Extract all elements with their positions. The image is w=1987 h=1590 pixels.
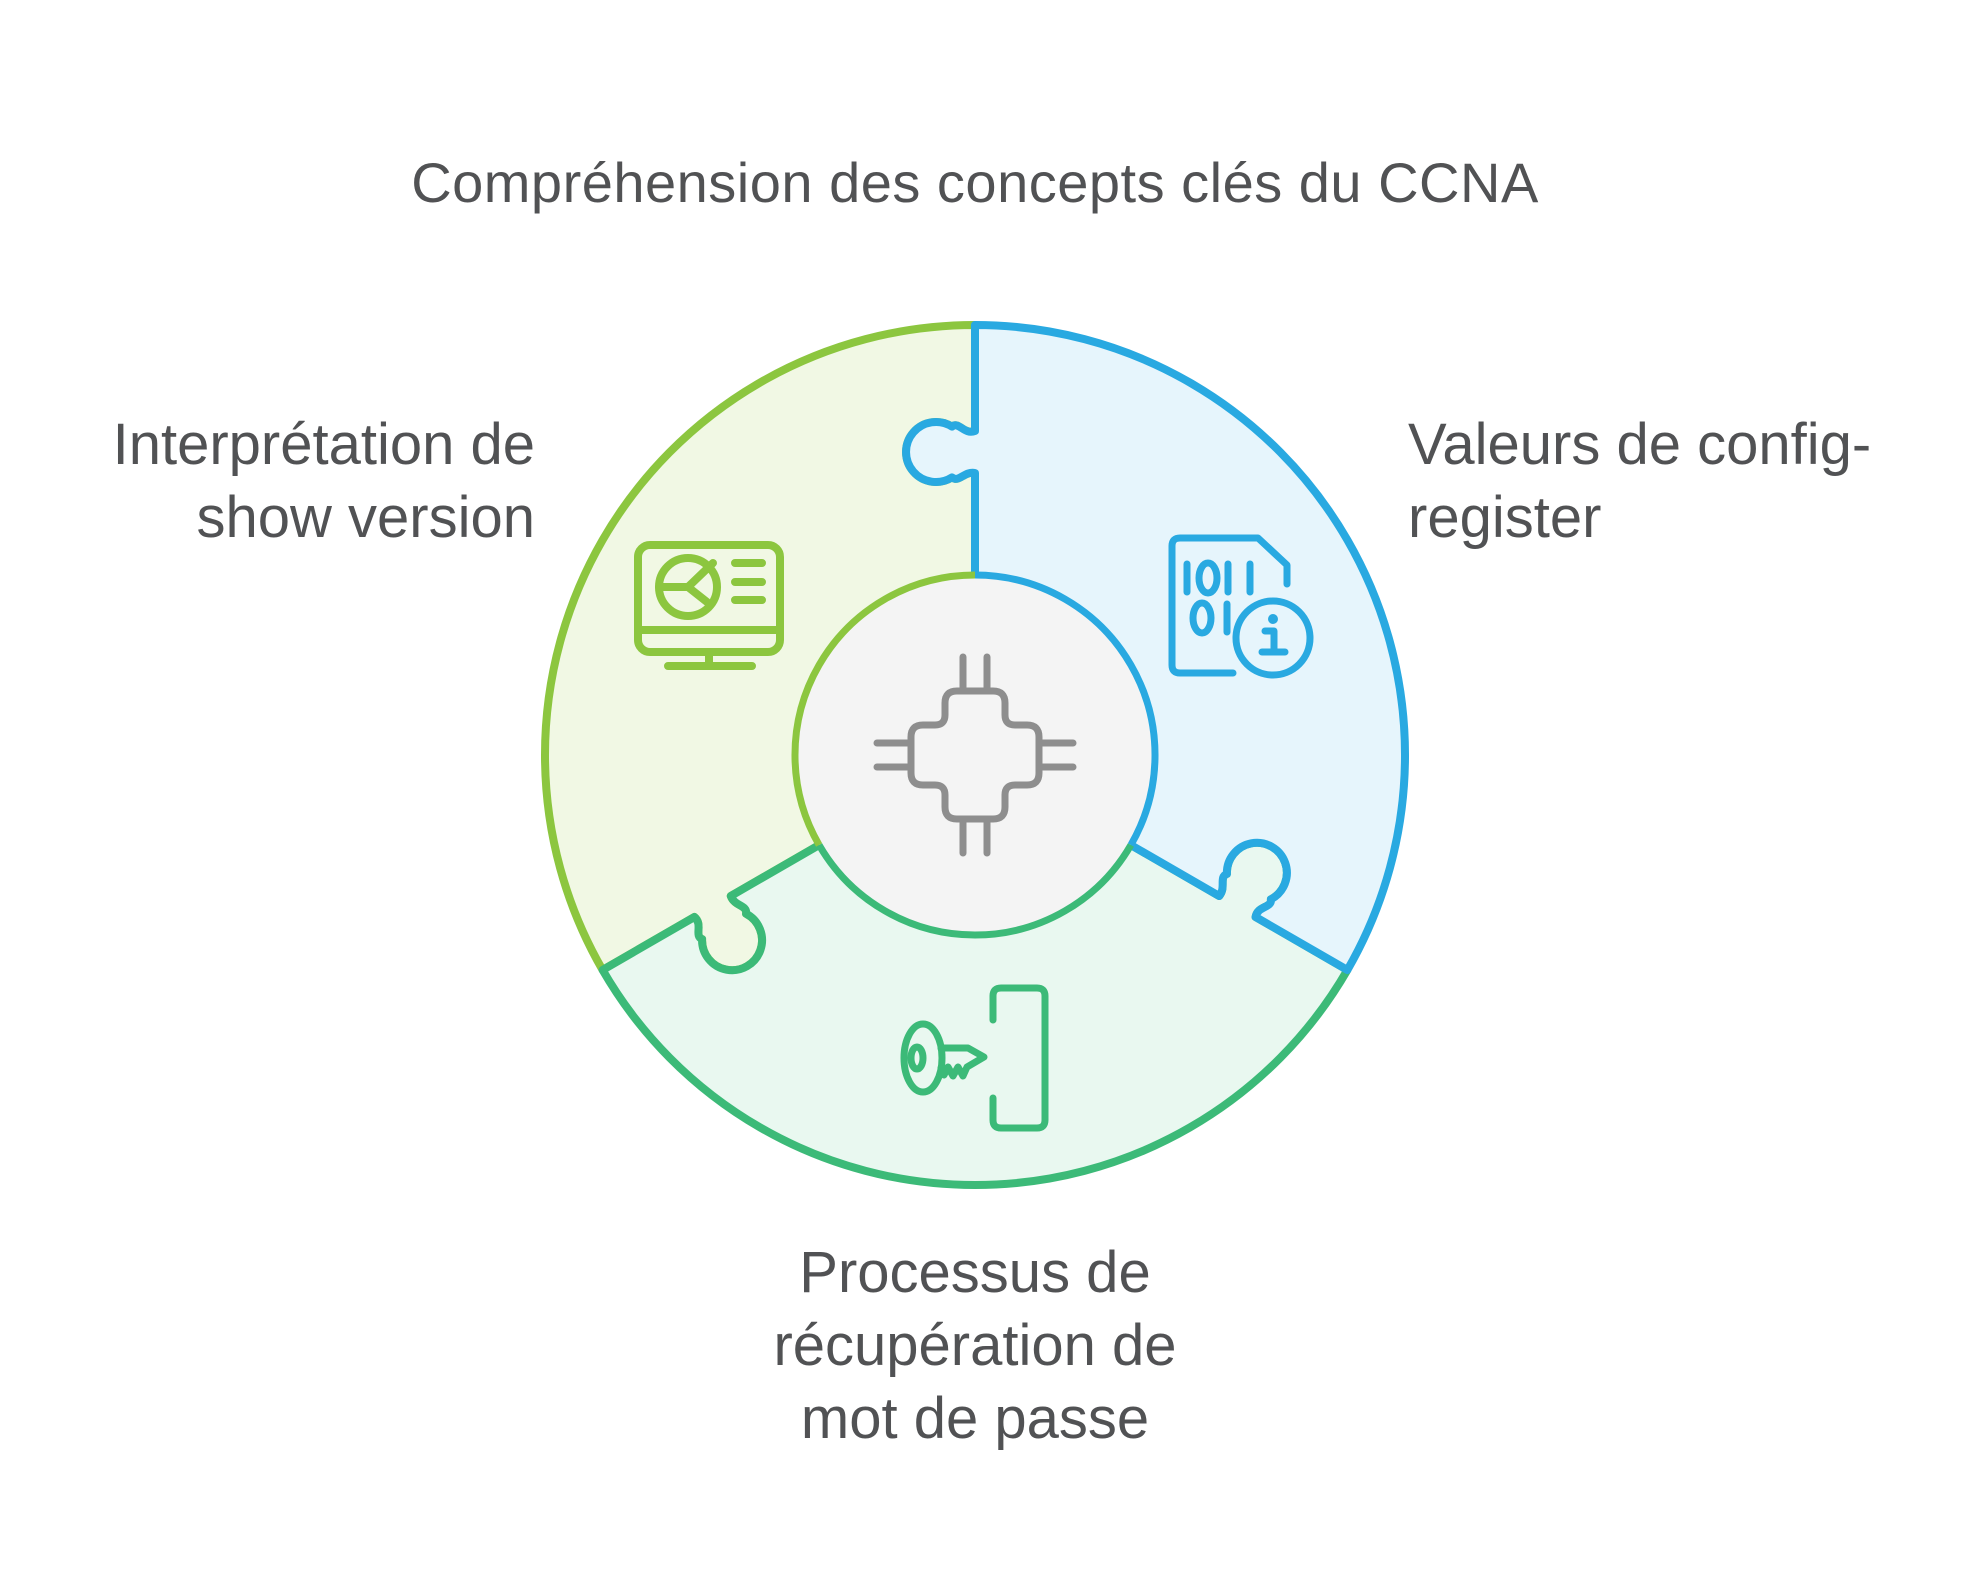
label-line: show version bbox=[196, 485, 535, 550]
segment-label-show-version: Interprétation de show version bbox=[113, 408, 535, 554]
label-line: register bbox=[1408, 485, 1602, 550]
monitor-pie-chart-icon bbox=[634, 541, 784, 670]
segment-label-config-register: Valeurs de config- register bbox=[1408, 408, 1871, 554]
label-line: mot de passe bbox=[800, 1386, 1150, 1451]
label-line: Processus de bbox=[799, 1240, 1151, 1305]
puzzle-piece-config-register bbox=[902, 321, 1409, 974]
label-line: Interprétation de bbox=[112, 412, 535, 477]
center-hub bbox=[791, 571, 1159, 939]
chip-icon bbox=[873, 653, 1077, 857]
key-icon bbox=[900, 984, 1049, 1132]
label-line: Valeurs de config- bbox=[1408, 412, 1872, 477]
segment-label-password-recovery: Processus de récupération de mot de pass… bbox=[0, 1236, 1950, 1455]
diagram-title: Compréhension des concepts clés du CCNA bbox=[411, 151, 1539, 214]
binary-file-info-icon bbox=[1168, 534, 1314, 679]
label-line: récupération de bbox=[773, 1313, 1177, 1378]
